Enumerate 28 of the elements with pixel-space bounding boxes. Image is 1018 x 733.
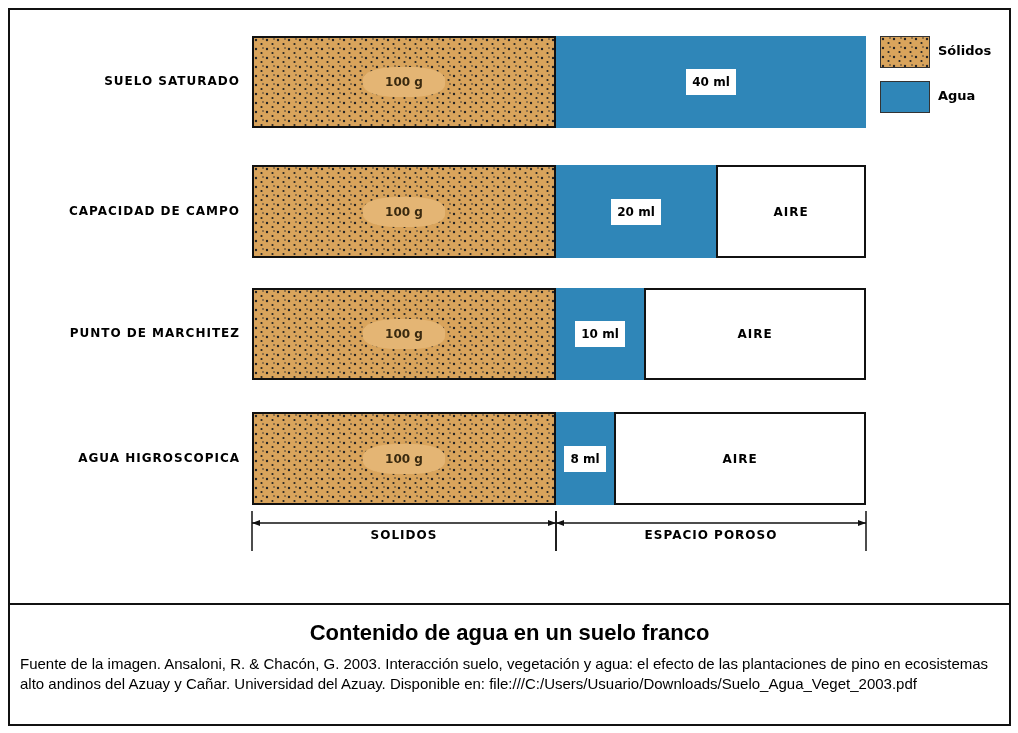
air-segment bbox=[716, 165, 866, 258]
row-label: PUNTO DE MARCHITEZ bbox=[68, 326, 240, 340]
soil-solids-segment bbox=[252, 412, 556, 505]
row-label: SUELO SATURADO bbox=[103, 74, 240, 88]
air-label: AIRE bbox=[722, 451, 758, 466]
legend-label: Sólidos bbox=[938, 43, 992, 58]
figure-title: Contenido de agua en un suelo franco bbox=[308, 620, 711, 646]
air-segment bbox=[614, 412, 866, 505]
air-segment bbox=[644, 288, 866, 380]
legend-label: Agua bbox=[938, 88, 976, 103]
volume-label: 10 ml bbox=[575, 321, 625, 347]
soil-solids-segment bbox=[252, 165, 556, 258]
soil-solids-segment bbox=[252, 288, 556, 380]
volume-label: 8 ml bbox=[564, 445, 606, 472]
dimension-label: SOLIDOS bbox=[369, 528, 439, 542]
water-segment bbox=[556, 36, 866, 128]
soil-solids-segment bbox=[252, 36, 556, 128]
row-label: CAPACIDAD DE CAMPO bbox=[67, 203, 240, 218]
water-segment bbox=[556, 412, 614, 505]
air-label: AIRE bbox=[773, 204, 809, 219]
volume-label: 20 ml bbox=[611, 198, 661, 225]
volume-label: 40 ml bbox=[686, 69, 736, 95]
caption-text: Fuente de la imagen. Ansaloni, R. & Chacón, G. 2003. Interacción suelo, vegetación y agua: el efecto de las plantaciones de pino en ecosistemas alto andinos del Azuay y Cañar. Universidad del Azuay. Disponible en: file:///C:/Users/Usuario/Downloads/Suelo_Agua_Veget_2003.pdf bbox=[20, 654, 990, 694]
air-label: AIRE bbox=[737, 327, 773, 341]
water-segment bbox=[556, 165, 716, 258]
water-segment bbox=[556, 288, 644, 380]
dimension-label: ESPACIO POROSO bbox=[643, 528, 779, 542]
row-label: AGUA HIGROSCOPICA bbox=[77, 450, 240, 465]
